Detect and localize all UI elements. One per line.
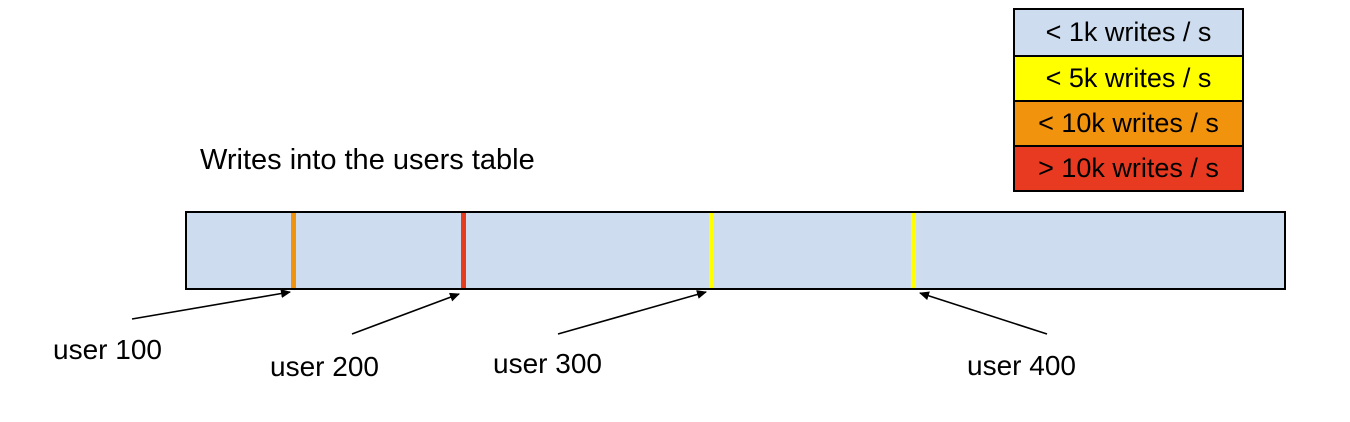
legend-item-label: < 5k writes / s <box>1045 63 1212 93</box>
label-user-300: user 300 <box>493 348 602 379</box>
legend-item-label: < 10k writes / s <box>1038 108 1219 138</box>
arrow-user-400 <box>919 291 1048 335</box>
users-table-bar <box>185 211 1286 290</box>
label-user-200: user 200 <box>270 351 379 382</box>
legend-item-label: > 10k writes / s <box>1038 153 1219 183</box>
write-marker-user-100 <box>291 213 296 288</box>
legend-item-over-10k: > 10k writes / s <box>1015 145 1242 190</box>
arrow-user-100 <box>131 289 291 320</box>
legend-item-label: < 1k writes / s <box>1045 17 1212 47</box>
label-user-400: user 400 <box>967 350 1076 381</box>
write-rate-legend: < 1k writes / s < 5k writes / s < 10k wr… <box>1013 8 1244 192</box>
label-user-100: user 100 <box>53 334 162 365</box>
write-marker-user-300 <box>709 213 714 288</box>
legend-item-under-5k: < 5k writes / s <box>1015 55 1242 100</box>
legend-item-under-1k: < 1k writes / s <box>1015 10 1242 55</box>
diagram-title: Writes into the users table <box>200 144 535 176</box>
legend-item-under-10k: < 10k writes / s <box>1015 100 1242 145</box>
write-marker-user-200 <box>461 213 466 288</box>
write-marker-user-400 <box>911 213 916 288</box>
arrow-user-200 <box>351 292 460 335</box>
arrow-user-300 <box>557 290 707 335</box>
